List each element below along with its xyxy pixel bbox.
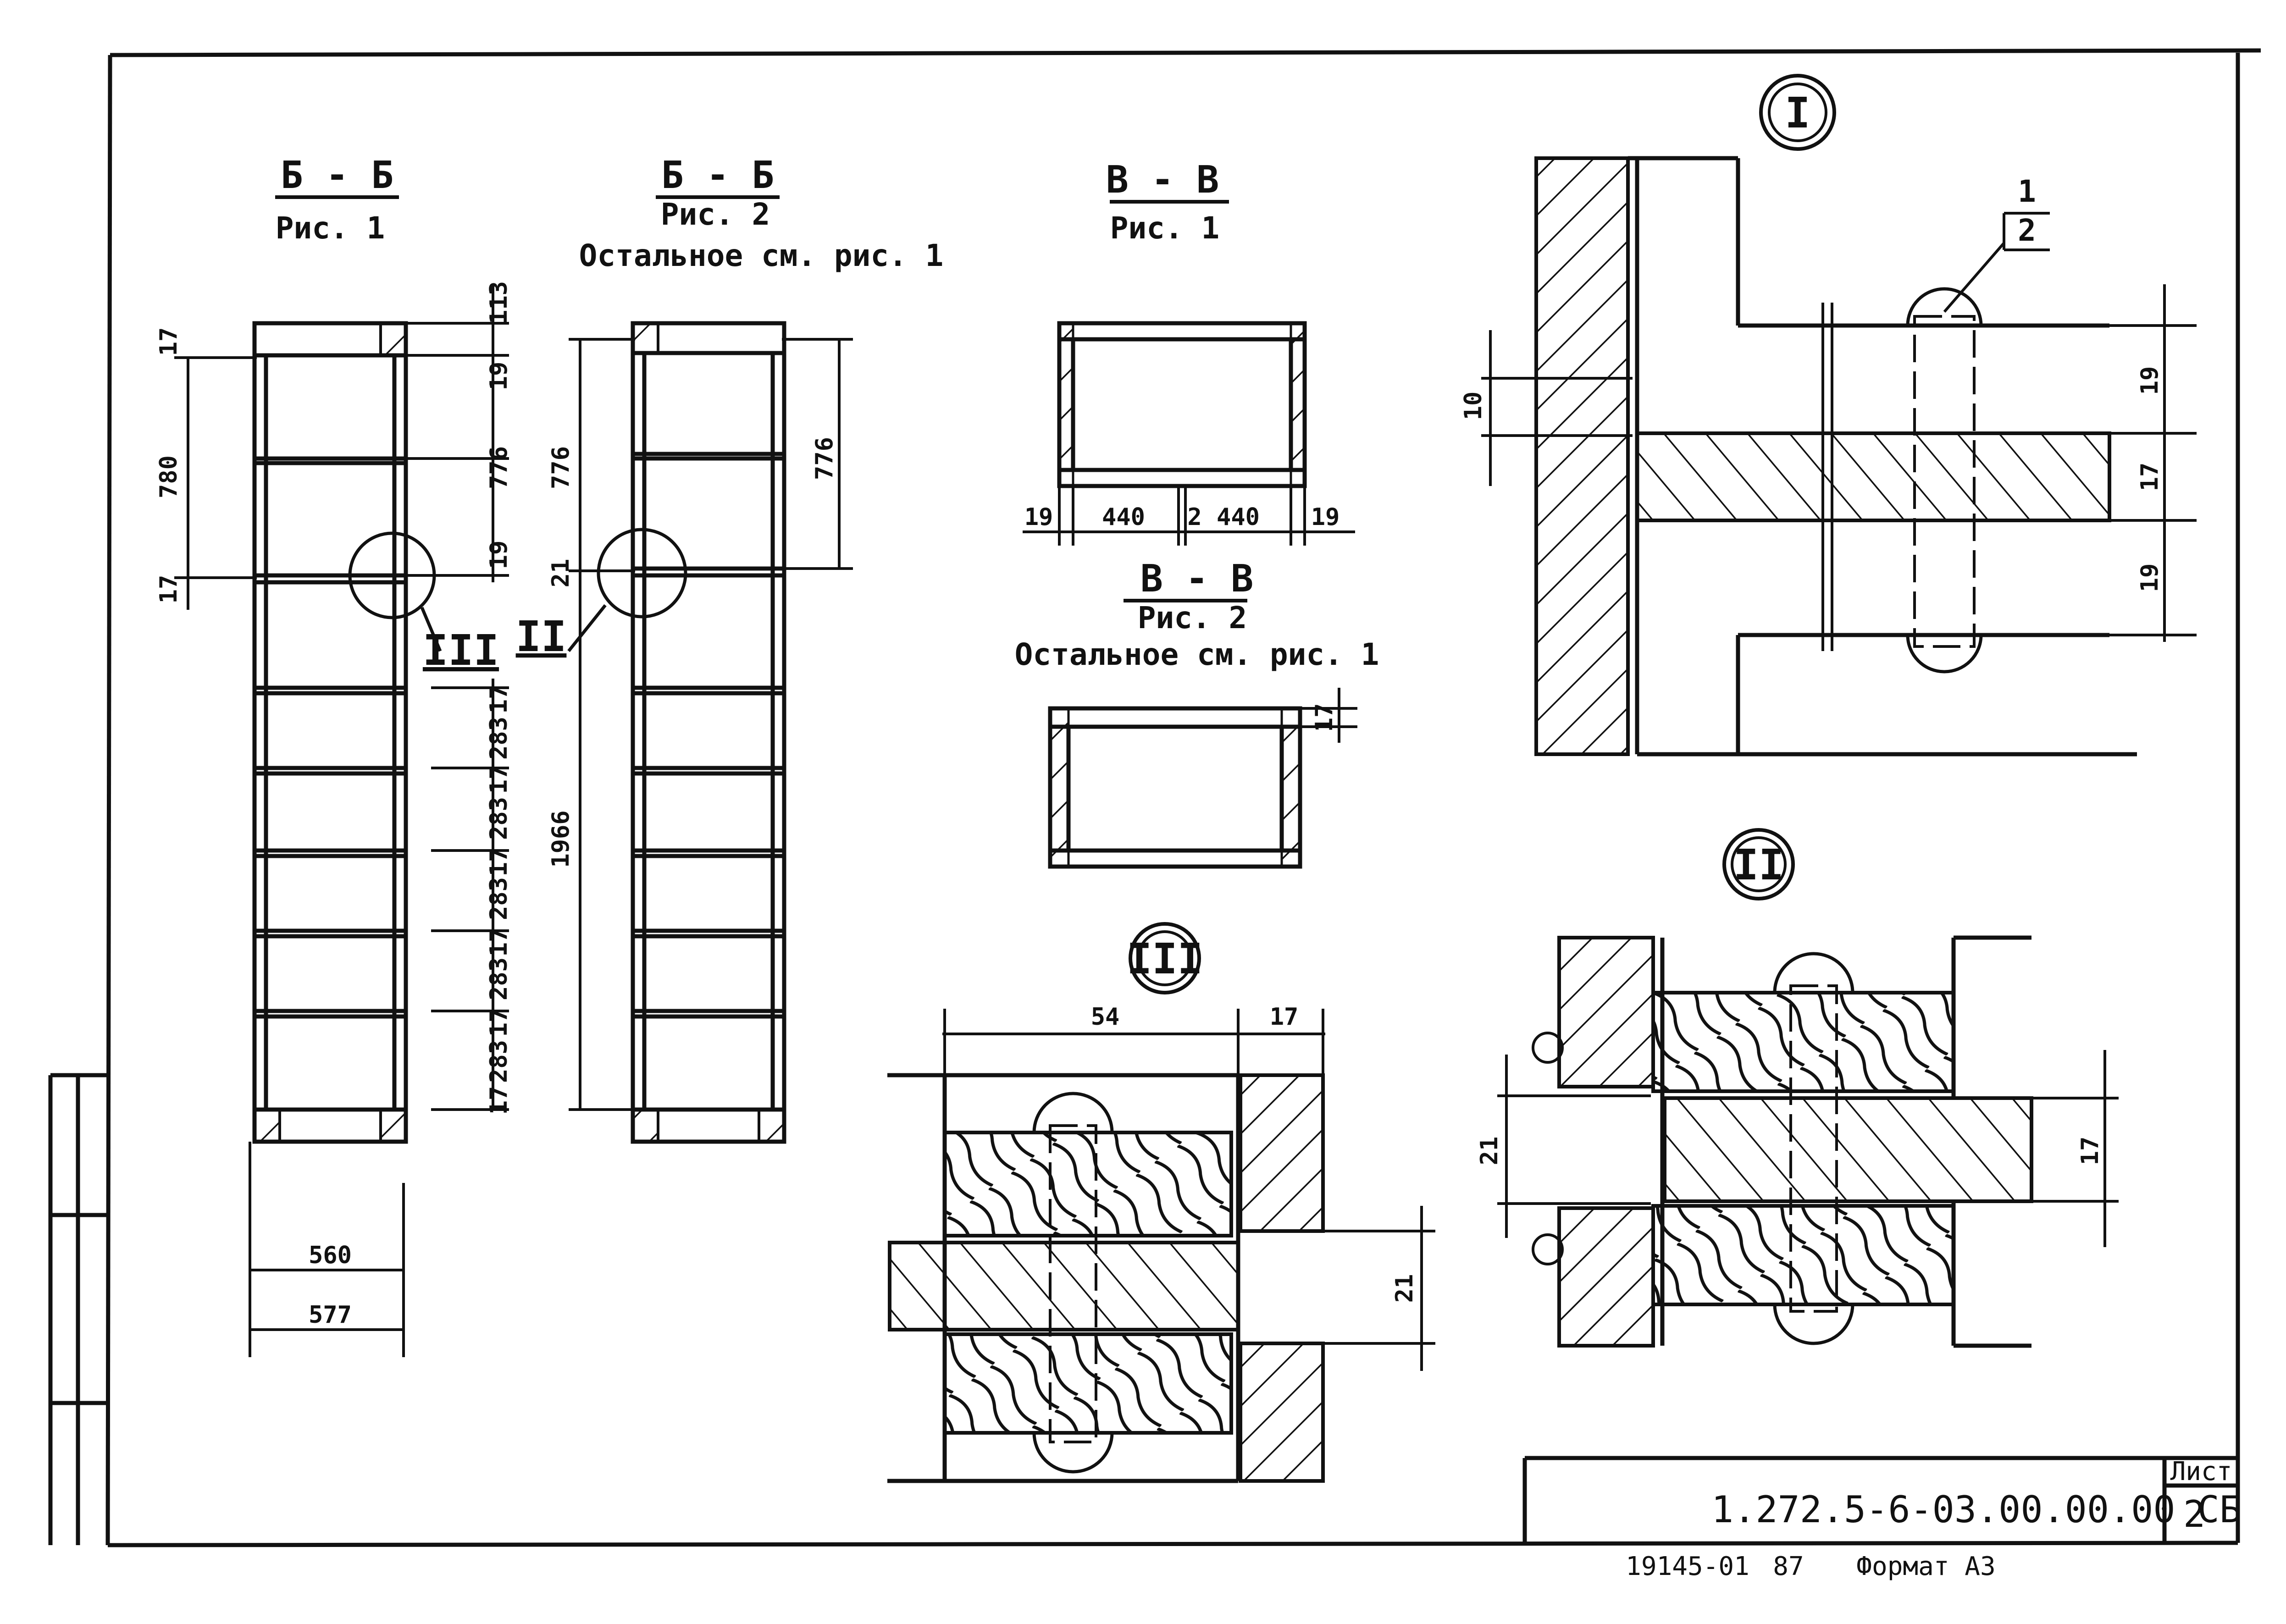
section-bb-fig2: Б - Б Рис. 2 Остальное см. рис. 1 (516, 154, 944, 1144)
dim-19: 19 (485, 541, 513, 569)
section-ref: Рис. 2 (1138, 600, 1247, 635)
detail-II: II 21 17 (1476, 828, 2119, 1348)
section-note: Остальное см. рис. 1 (579, 238, 944, 273)
detail-I-title: I (1785, 88, 1810, 138)
dim-21: 21 (1391, 1274, 1418, 1303)
dim-560: 560 (309, 1242, 352, 1269)
dim-440: 440 (1102, 503, 1145, 531)
dim-577: 577 (309, 1301, 352, 1329)
dim-283: 283 (485, 957, 513, 1000)
section-title: В - В (1140, 557, 1254, 601)
dim-19: 19 (1024, 503, 1053, 531)
dim-21: 21 (547, 559, 575, 588)
detail-III-label: III (423, 626, 499, 675)
sheet-number: 2 (2183, 1493, 2205, 1536)
section-title: Б - Б (661, 154, 775, 197)
footer-copy: 87 (1773, 1552, 1804, 1581)
detail-I: I 1 2 (1460, 74, 2197, 757)
callout-2: 2 (2018, 213, 2036, 248)
dim-19: 19 (2136, 366, 2164, 395)
dim-440: 440 (1217, 503, 1260, 531)
dim-17: 17 (1311, 703, 1338, 732)
dim-283: 283 (485, 797, 513, 840)
section-ref: Рис. 1 (276, 210, 385, 246)
detail-III: III 54 17 21 (887, 922, 1435, 1483)
dim-17: 17 (155, 327, 183, 356)
dim-10: 10 (1460, 392, 1487, 420)
dim-776: 776 (547, 446, 575, 489)
drawing-code: 1.272.5-6-03.00.00.00 СБ (1711, 1488, 2242, 1531)
dim-19: 19 (485, 362, 513, 391)
callout-1: 1 (2018, 174, 2036, 209)
dim-776: 776 (485, 446, 513, 489)
footer-format: Формат А3 (1856, 1552, 1995, 1581)
section-vv-fig2: В - В Рис. 2 Остальное см. рис. 1 17 (1015, 557, 1379, 869)
section-ref: Рис. 1 (1110, 210, 1219, 246)
dim-283: 283 (485, 1040, 513, 1083)
sheet-label: Лист (2170, 1457, 2232, 1486)
detail-III-title: III (1127, 934, 1203, 983)
dim-17: 17 (485, 848, 513, 877)
dim-17: 17 (155, 575, 183, 604)
dim-17: 17 (1270, 1003, 1299, 1031)
dim-54: 54 (1091, 1003, 1120, 1031)
dim-21: 21 (1476, 1137, 1503, 1166)
section-title: Б - Б (281, 154, 394, 197)
dim-19: 19 (2136, 563, 2164, 592)
detail-II-title: II (1733, 840, 1784, 889)
section-ref: Рис. 2 (661, 197, 770, 232)
dim-283: 283 (485, 877, 513, 920)
dim-17: 17 (485, 765, 513, 794)
dim-17: 17 (485, 1086, 513, 1115)
dim-113: 113 (485, 281, 513, 324)
dim-1966: 1966 (547, 810, 575, 867)
title-block: 1.272.5-6-03.00.00.00 СБ Лист 2 19145-01… (1522, 1456, 2242, 1581)
section-title: В - В (1106, 158, 1219, 202)
dim-17: 17 (485, 685, 513, 714)
dim-17: 17 (2076, 1137, 2104, 1166)
detail-II-marker (597, 528, 687, 619)
dim-283: 283 (485, 717, 513, 760)
dim-17: 17 (2136, 463, 2164, 492)
section-note: Остальное см. рис. 1 (1015, 637, 1379, 672)
dim-2: 2 (1187, 503, 1201, 531)
dim-780: 780 (155, 455, 183, 498)
dim-776: 776 (811, 437, 838, 480)
detail-II-label: II (516, 612, 567, 661)
drawing-frame (48, 48, 2261, 1547)
dim-17: 17 (485, 1008, 513, 1037)
section-bb-fig1: Б - Б Рис. 1 III (155, 154, 513, 1357)
section-vv-fig1: В - В Рис. 1 19 440 2 440 19 (1023, 158, 1355, 546)
footer-number: 19145-01 (1626, 1552, 1749, 1581)
dim-19: 19 (1311, 503, 1340, 531)
dim-17: 17 (485, 928, 513, 957)
